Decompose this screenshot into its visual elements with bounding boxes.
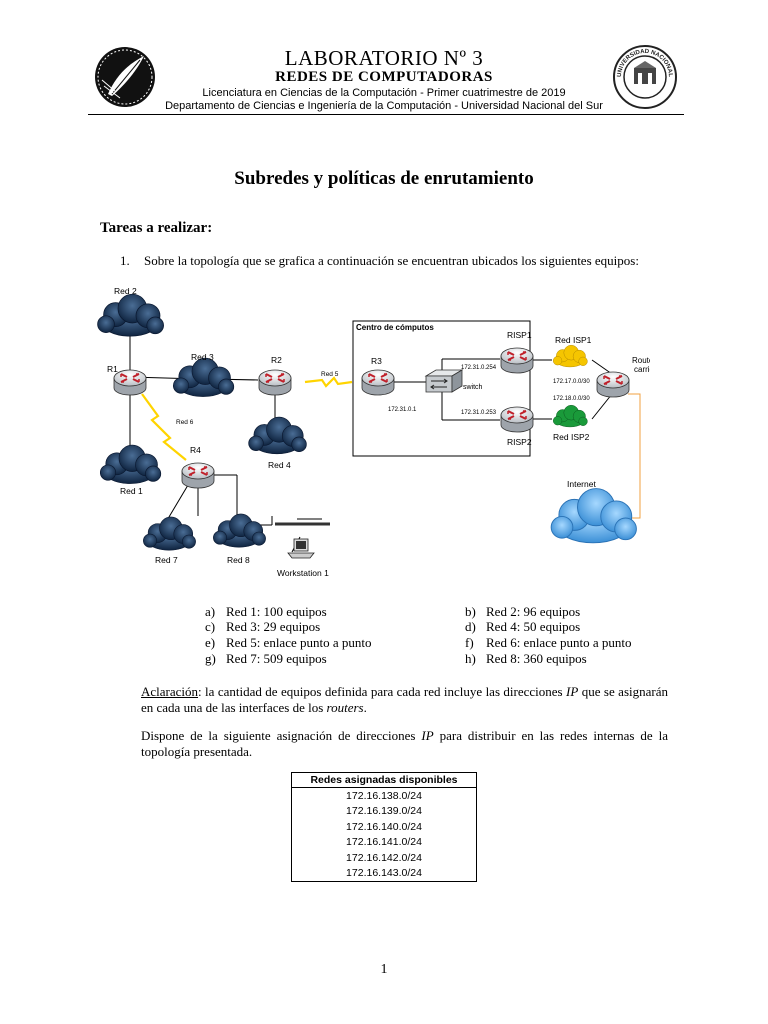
label-red4: Red 4 (268, 460, 291, 470)
list-item: b)Red 2: 96 equipos (465, 604, 581, 619)
workstation-icon (287, 538, 315, 559)
red4-cloud (248, 416, 307, 455)
isp1-cloud (552, 344, 588, 368)
label-red1: Red 1 (120, 486, 143, 496)
label-red2: Red 2 (114, 286, 137, 296)
red7-cloud (142, 516, 197, 551)
network-topology-diagram: Red 2 Red 3 R1 R2 Red 5 Red 6 R4 Red 1 R… (96, 286, 650, 578)
table-row: 172.16.138.0/24 (291, 787, 477, 804)
department-line: Departamento de Ciencias e Ingeniería de… (165, 100, 603, 112)
risp2-router-icon (500, 406, 534, 433)
label-ip-risp1: 172.31.0.254 (461, 365, 497, 371)
list-item: c)Red 3: 29 equipos (205, 619, 321, 634)
red2-cloud (96, 293, 165, 337)
list-item: e)Red 5: enlace punto a punto (205, 635, 372, 650)
label-r2: R2 (271, 355, 282, 365)
list-item: d)Red 4: 50 equipos (465, 619, 581, 634)
list-item: a)Red 1: 100 equipos (205, 604, 327, 619)
task-item-1: 1. Sobre la topología que se grafica a co… (120, 253, 639, 269)
label-r3: R3 (371, 356, 382, 366)
label-internet: Internet (567, 479, 596, 489)
document-title: Subredes y políticas de enrutamiento (234, 168, 534, 189)
label-red6: Red 6 (176, 419, 194, 426)
table-row: 172.16.141.0/24 (291, 834, 477, 850)
internet-link (620, 393, 641, 519)
label-red-isp2: Red ISP2 (553, 432, 590, 442)
table-header: Redes asignadas disponibles (291, 772, 477, 788)
data-center-box (352, 320, 531, 457)
switch-icon (424, 369, 464, 393)
available-networks-table: Redes asignadas disponibles 172.16.138.0… (291, 772, 477, 882)
lab-title: LABORATORIO Nº 3 (284, 46, 484, 70)
university-seal: UNIVERSIDAD NACIONAL DEL SUR (610, 40, 678, 110)
task-text: Sobre la topología que se grafica a cont… (144, 253, 639, 268)
label-ip-isp1: 172.17.0.0/30 (553, 379, 590, 385)
university-logo (94, 46, 156, 108)
course-name: REDES DE COMPUTADORAS (275, 69, 493, 85)
r1-router-icon (113, 369, 147, 396)
isp2-cloud (552, 404, 588, 428)
red1-cloud (99, 444, 162, 485)
list-item: g)Red 7: 509 equipos (205, 651, 327, 666)
label-ip-isp2: 172.18.0.0/30 (553, 396, 590, 402)
label-red7: Red 7 (155, 555, 178, 565)
header-divider (88, 114, 684, 115)
internet-cloud (550, 487, 638, 544)
task-number: 1. (120, 253, 130, 268)
table-row: 172.16.142.0/24 (291, 850, 477, 866)
r4-router-icon (181, 462, 215, 489)
list-item: f)Red 6: enlace punto a punto (465, 635, 632, 650)
red8-cloud (212, 513, 267, 548)
label-router: Router (632, 356, 650, 365)
carrier-router-icon (596, 371, 630, 398)
label-red-isp1: Red ISP1 (555, 335, 592, 345)
label-ip-r3: 172.31.0.1 (388, 407, 417, 413)
label-risp2: RISP2 (507, 437, 532, 447)
degree-line: Licenciatura en Ciencias de la Computaci… (202, 87, 566, 99)
list-item: h)Red 8: 360 equipos (465, 651, 587, 666)
label-data-center: Centro de cómputos (356, 323, 434, 332)
label-carrier: carrier (634, 365, 650, 374)
table-row: 172.16.139.0/24 (291, 803, 477, 819)
label-workstation: Workstation 1 (277, 568, 329, 578)
label-switch: switch (463, 384, 483, 391)
r3-router-icon (361, 369, 395, 396)
label-risp1: RISP1 (507, 330, 532, 340)
red3-cloud (172, 357, 235, 398)
risp1-router-icon (500, 347, 534, 374)
label-r4: R4 (190, 445, 201, 455)
table-row: 172.16.143.0/24 (291, 865, 477, 882)
label-red3: Red 3 (191, 352, 214, 362)
label-red8: Red 8 (227, 555, 250, 565)
label-red5: Red 5 (321, 371, 339, 378)
table-row: 172.16.140.0/24 (291, 819, 477, 835)
section-heading: Tareas a realizar: (100, 220, 213, 236)
label-r1: R1 (107, 364, 118, 374)
red6-serial-link (141, 393, 187, 461)
r2-router-icon (258, 369, 292, 396)
red5-serial-link (304, 376, 353, 388)
clarification-paragraph: Aclaración: la cantidad de equipos defin… (141, 684, 668, 715)
label-ip-risp2: 172.31.0.253 (461, 410, 497, 416)
page-number: 1 (380, 962, 388, 977)
assignment-paragraph: Dispone de la siguiente asignación de di… (141, 728, 668, 759)
